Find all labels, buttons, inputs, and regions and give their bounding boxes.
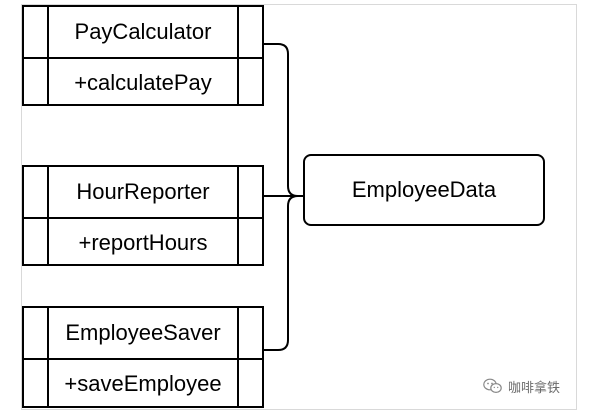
class-box-pay-calculator: PayCalculator +calculatePay: [22, 5, 264, 106]
class-method: +calculatePay: [74, 70, 212, 95]
connector-saver: [264, 195, 303, 351]
data-class-box: EmployeeData: [303, 154, 545, 226]
class-box-employee-saver: EmployeeSaver +saveEmployee: [22, 306, 264, 408]
watermark-text: 咖啡拿铁: [508, 379, 561, 395]
class-box-right-bar: [237, 308, 239, 406]
class-box-right-bar: [237, 7, 239, 104]
class-divider: [24, 358, 262, 360]
class-name: EmployeeSaver: [65, 320, 221, 345]
connector-pay: [264, 43, 303, 197]
wechat-icon: [483, 378, 502, 394]
class-method: +reportHours: [78, 230, 208, 255]
class-divider: [24, 217, 262, 219]
class-divider: [24, 57, 262, 59]
class-name: PayCalculator: [74, 19, 212, 44]
class-method: +saveEmployee: [64, 371, 222, 396]
class-box-right-bar: [237, 167, 239, 264]
data-class-name: EmployeeData: [351, 177, 497, 202]
class-box-left-bar: [47, 7, 49, 104]
frame-border: [21, 4, 577, 410]
class-box-left-bar: [47, 308, 49, 406]
watermark: 咖啡拿铁: [483, 376, 560, 396]
class-box-hour-reporter: HourReporter +reportHours: [22, 165, 264, 266]
class-name: HourReporter: [76, 179, 210, 204]
class-box-left-bar: [47, 167, 49, 264]
